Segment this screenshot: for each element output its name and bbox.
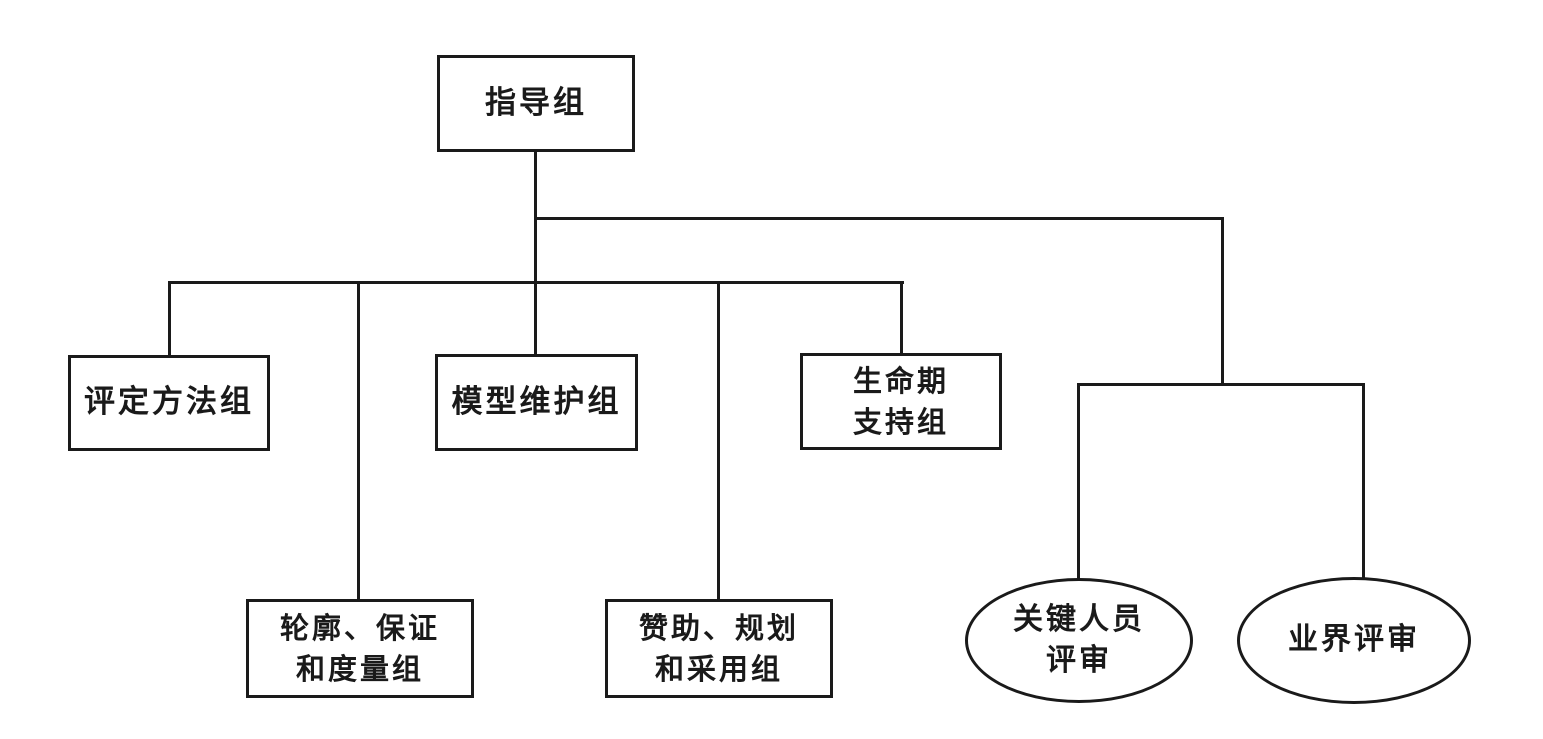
node-steering-group: 指导组 <box>437 55 635 152</box>
node-label-line2: 和采用组 <box>654 651 783 686</box>
connector-assessment-drop <box>168 281 171 355</box>
node-model-maintenance-group: 模型维护组 <box>435 354 638 451</box>
node-profile-assurance-measurement-group: 轮廓、保证 和度量组 <box>246 599 474 698</box>
node-label-line1: 赞助、规划 <box>638 610 799 645</box>
connector-level2-horizontal <box>168 281 904 284</box>
node-industry-review: 业界评审 <box>1237 577 1471 704</box>
node-label-line1: 生命期 <box>852 363 949 398</box>
node-label-line2: 和度量组 <box>295 651 424 686</box>
node-label-line2: 支持组 <box>852 404 949 439</box>
connector-lifecycle-drop <box>900 281 903 353</box>
connector-level1-horizontal <box>534 217 1224 220</box>
node-label-line1: 轮廓、保证 <box>279 610 440 645</box>
connector-review-branch-vertical <box>1221 217 1224 386</box>
connector-industry-review-drop <box>1362 383 1365 578</box>
connector-review-horizontal <box>1077 383 1365 386</box>
node-label: 业界评审 <box>1288 622 1420 658</box>
node-lifecycle-support-group: 生命期 支持组 <box>800 353 1002 450</box>
node-assessment-method-group: 评定方法组 <box>68 355 270 451</box>
connector-root-vertical <box>534 151 537 355</box>
node-label-line2: 评审 <box>1046 642 1112 678</box>
node-label: 评定方法组 <box>84 384 254 421</box>
node-key-personnel-review: 关键人员 评审 <box>965 578 1193 703</box>
connector-profile-drop <box>357 281 360 599</box>
node-label: 指导组 <box>485 84 587 121</box>
node-sponsor-planning-adoption-group: 赞助、规划 和采用组 <box>605 599 833 698</box>
connector-key-review-drop <box>1077 383 1080 579</box>
node-label: 模型维护组 <box>451 383 622 420</box>
node-label-line1: 关键人员 <box>1013 602 1145 637</box>
connector-sponsor-drop <box>717 281 720 599</box>
